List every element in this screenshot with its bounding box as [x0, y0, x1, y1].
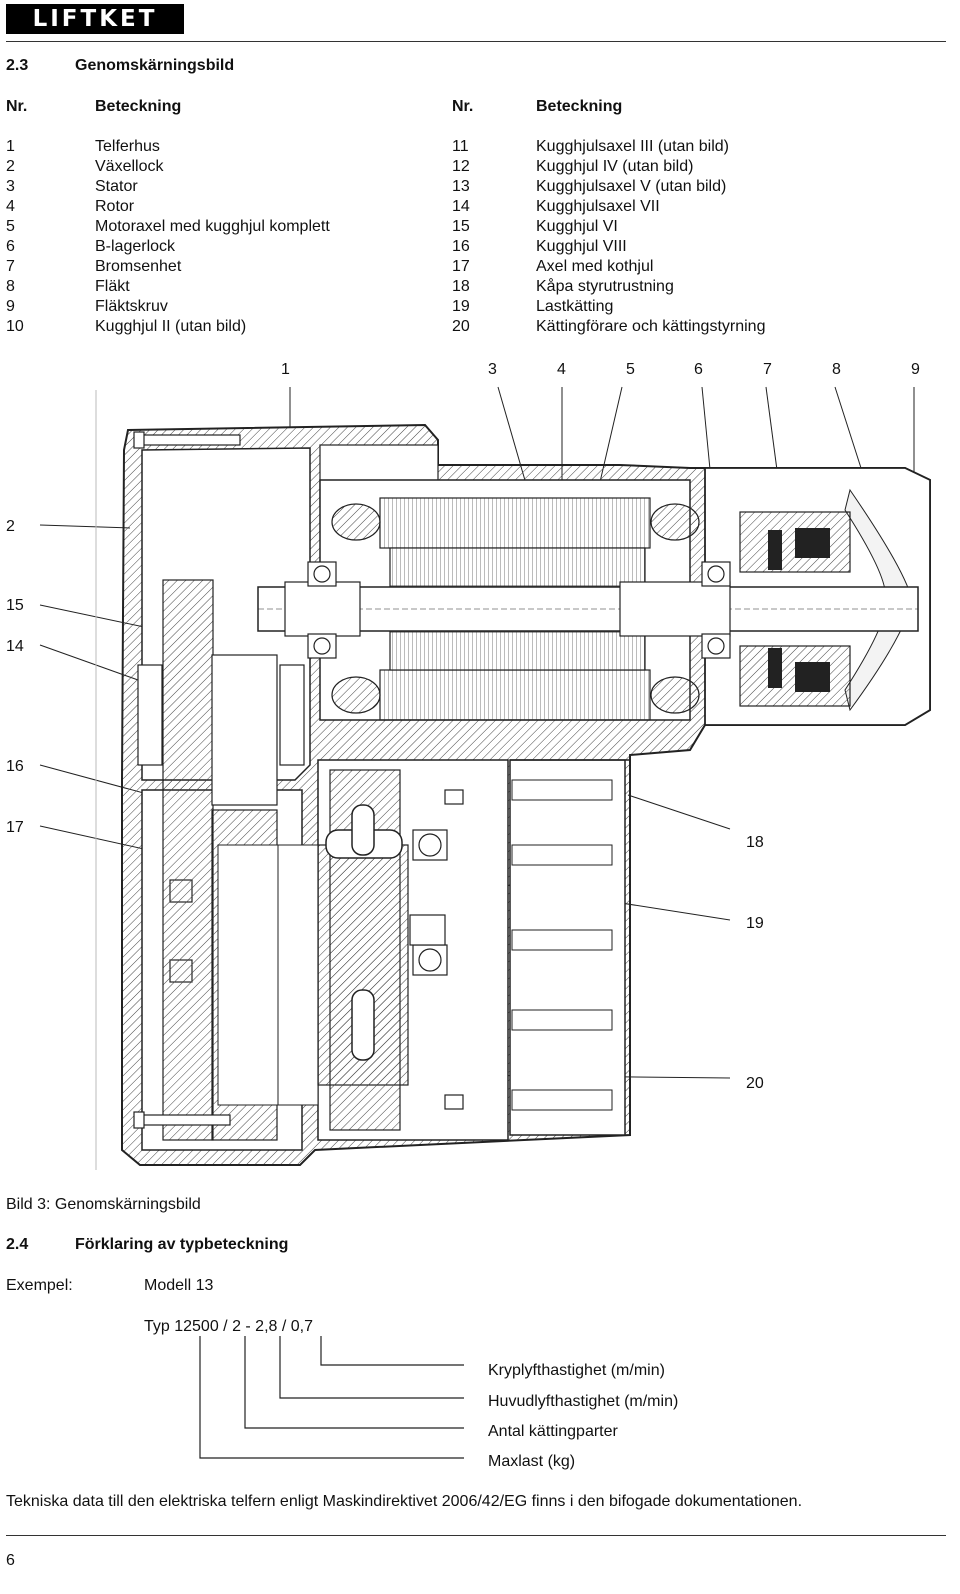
legend-header-label: Beteckning [95, 98, 182, 115]
legend-nr: 19 [452, 298, 470, 315]
gear-column [162, 579, 214, 1141]
callout-18: 18 [746, 834, 764, 851]
legend-label: Kåpa styrutrustning [536, 278, 674, 295]
legend-label: B-lagerlock [95, 238, 176, 255]
legend-nr: 18 [452, 278, 470, 295]
legend-header-nr-right: Nr. [452, 98, 474, 115]
legend-label: Fläktskruv [95, 298, 168, 315]
legend-label: Axel med kothjul [536, 258, 654, 275]
callout-20: 20 [746, 1075, 764, 1092]
legend-label: Kugghjul II (utan bild) [95, 318, 247, 335]
callout-3: 3 [488, 361, 497, 378]
legend-nr: 17 [452, 258, 470, 275]
section-title-2-4: Förklaring av typbeteckning [75, 1236, 289, 1253]
explanation-max-load: Maxlast (kg) [488, 1453, 576, 1470]
legend-label: Bromsenhet [95, 258, 182, 275]
explanation-main-speed: Huvudlyfthastighet (m/min) [488, 1393, 679, 1410]
callout-2: 2 [6, 518, 15, 535]
legend-label: Kugghjulsaxel III (utan bild) [536, 138, 729, 155]
legend-nr: 2 [6, 158, 15, 175]
callout-14: 14 [6, 638, 24, 655]
legend-nr: 14 [452, 198, 470, 215]
legend-nr: 13 [452, 178, 470, 195]
callout-19: 19 [746, 915, 764, 932]
brake-bottom [739, 645, 851, 707]
legend-label: Kugghjulsaxel VII [536, 198, 660, 215]
legend-label: Kugghjul IV (utan bild) [536, 158, 694, 175]
callout-8: 8 [832, 361, 841, 378]
legend-nr: 11 [452, 138, 469, 155]
legend-nr: 7 [6, 258, 15, 275]
footer-rule [6, 1535, 946, 1536]
footer-note: Tekniska data till den elektriska telfer… [6, 1493, 803, 1510]
legend-nr: 15 [452, 218, 470, 235]
legend-nr: 16 [452, 238, 470, 255]
section-number: 2.3 [6, 57, 29, 74]
figure-caption: Bild 3: Genomskärningsbild [6, 1196, 201, 1213]
legend-label: Fläkt [95, 278, 130, 295]
legend-label: Kugghjul VIII [536, 238, 627, 255]
callout-9: 9 [911, 361, 920, 378]
section-number-2-4: 2.4 [6, 1236, 29, 1253]
legend-label: Stator [95, 178, 138, 195]
legend-nr: 3 [6, 178, 15, 195]
legend-nr: 10 [6, 318, 24, 335]
legend-nr: 9 [6, 298, 15, 315]
legend-label: Växellock [95, 158, 164, 175]
type-designation-lines [199, 1336, 464, 1459]
cross-section-drawing: 1 3 4 5 6 7 8 9 2 15 14 16 17 18 19 20 [6, 361, 931, 1170]
stator-bottom [379, 669, 651, 721]
legend-label: Kugghjul VI [536, 218, 618, 235]
legend-label: Motoraxel med kugghjul komplett [95, 218, 330, 235]
bearings [169, 561, 731, 983]
example-model: Modell 13 [144, 1277, 214, 1294]
page-number: 6 [6, 1552, 15, 1569]
liftket-logo: LIFTKET [6, 4, 184, 34]
header-rule [6, 41, 946, 42]
stator-top [379, 497, 651, 549]
callout-16: 16 [6, 758, 24, 775]
callout-7: 7 [763, 361, 772, 378]
section-title: Genomskärningsbild [75, 57, 235, 74]
chain-guide [511, 779, 613, 1111]
type-code: Typ 12500 / 2 - 2,8 / 0,7 [144, 1318, 313, 1335]
legend-nr: 5 [6, 218, 15, 235]
legend-nr: 8 [6, 278, 15, 295]
legend-nr: 20 [452, 318, 470, 335]
legend-label: Kättingförare och kättingstyrning [536, 318, 766, 335]
explanation-chain-falls: Antal kättingparter [488, 1423, 618, 1440]
legend-label: Kugghjulsaxel V (utan bild) [536, 178, 727, 195]
callout-15: 15 [6, 597, 24, 614]
legend-nr: 4 [6, 198, 15, 215]
legend-header-nr: Nr. [6, 98, 28, 115]
callout-1: 1 [281, 361, 290, 378]
legend-nr: 1 [6, 138, 15, 155]
callout-17: 17 [6, 819, 24, 836]
callout-5: 5 [626, 361, 635, 378]
explanation-creep-speed: Kryplyfthastighet (m/min) [488, 1362, 665, 1379]
legend-label: Telferhus [95, 138, 160, 155]
callout-6: 6 [694, 361, 703, 378]
callout-4: 4 [557, 361, 566, 378]
legend-label: Lastkätting [536, 298, 614, 315]
example-label: Exempel: [6, 1277, 73, 1294]
legend-label: Rotor [95, 198, 135, 215]
legend-header-label-right: Beteckning [536, 98, 623, 115]
legend-nr: 12 [452, 158, 470, 175]
legend-nr: 6 [6, 238, 15, 255]
